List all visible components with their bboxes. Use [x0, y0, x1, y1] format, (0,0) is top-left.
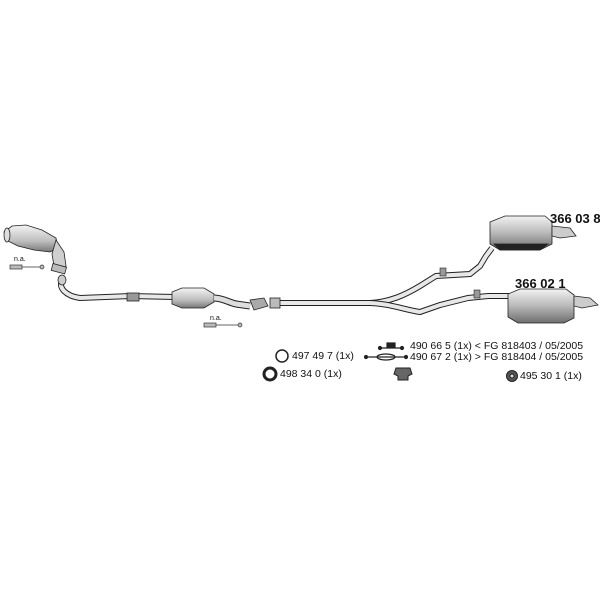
ring-thick-icon	[275, 349, 289, 363]
hanger-bracket-icon	[393, 367, 413, 381]
rear-muffler-upper	[489, 215, 577, 251]
oxygen-sensor-1	[9, 264, 45, 270]
clamp-old-icon	[377, 342, 405, 351]
part-number-hanger: 495 30 1 (1x)	[520, 370, 582, 382]
part-number-clamp-old: 490 66 5 (1x) < FG 818403 / 05/2005	[410, 340, 584, 352]
part-number-muffler-lower: 366 02 1	[515, 276, 566, 291]
sensor-note-2: n.a.	[210, 315, 222, 322]
front-pipe-with-catalyst	[57, 274, 269, 311]
sensor-note-1: n.a.	[14, 256, 26, 263]
oxygen-sensor-2	[203, 322, 243, 328]
part-number-clamp-new: 490 67 2 (1x) > FG 818404 / 05/2005	[410, 351, 584, 363]
rubber-hanger-icon	[506, 370, 518, 382]
clamp-new-icon	[363, 353, 409, 361]
part-number-muffler-upper: 366 03 8	[550, 211, 600, 226]
part-number-ring-thick: 497 49 7 (1x)	[292, 350, 354, 362]
front-catalytic-converter	[3, 224, 67, 275]
ring-thin-icon	[262, 366, 278, 382]
rear-muffler-lower	[507, 288, 599, 324]
part-number-ring-thin: 498 34 0 (1x)	[280, 368, 342, 380]
centre-dual-pipe	[269, 246, 510, 316]
